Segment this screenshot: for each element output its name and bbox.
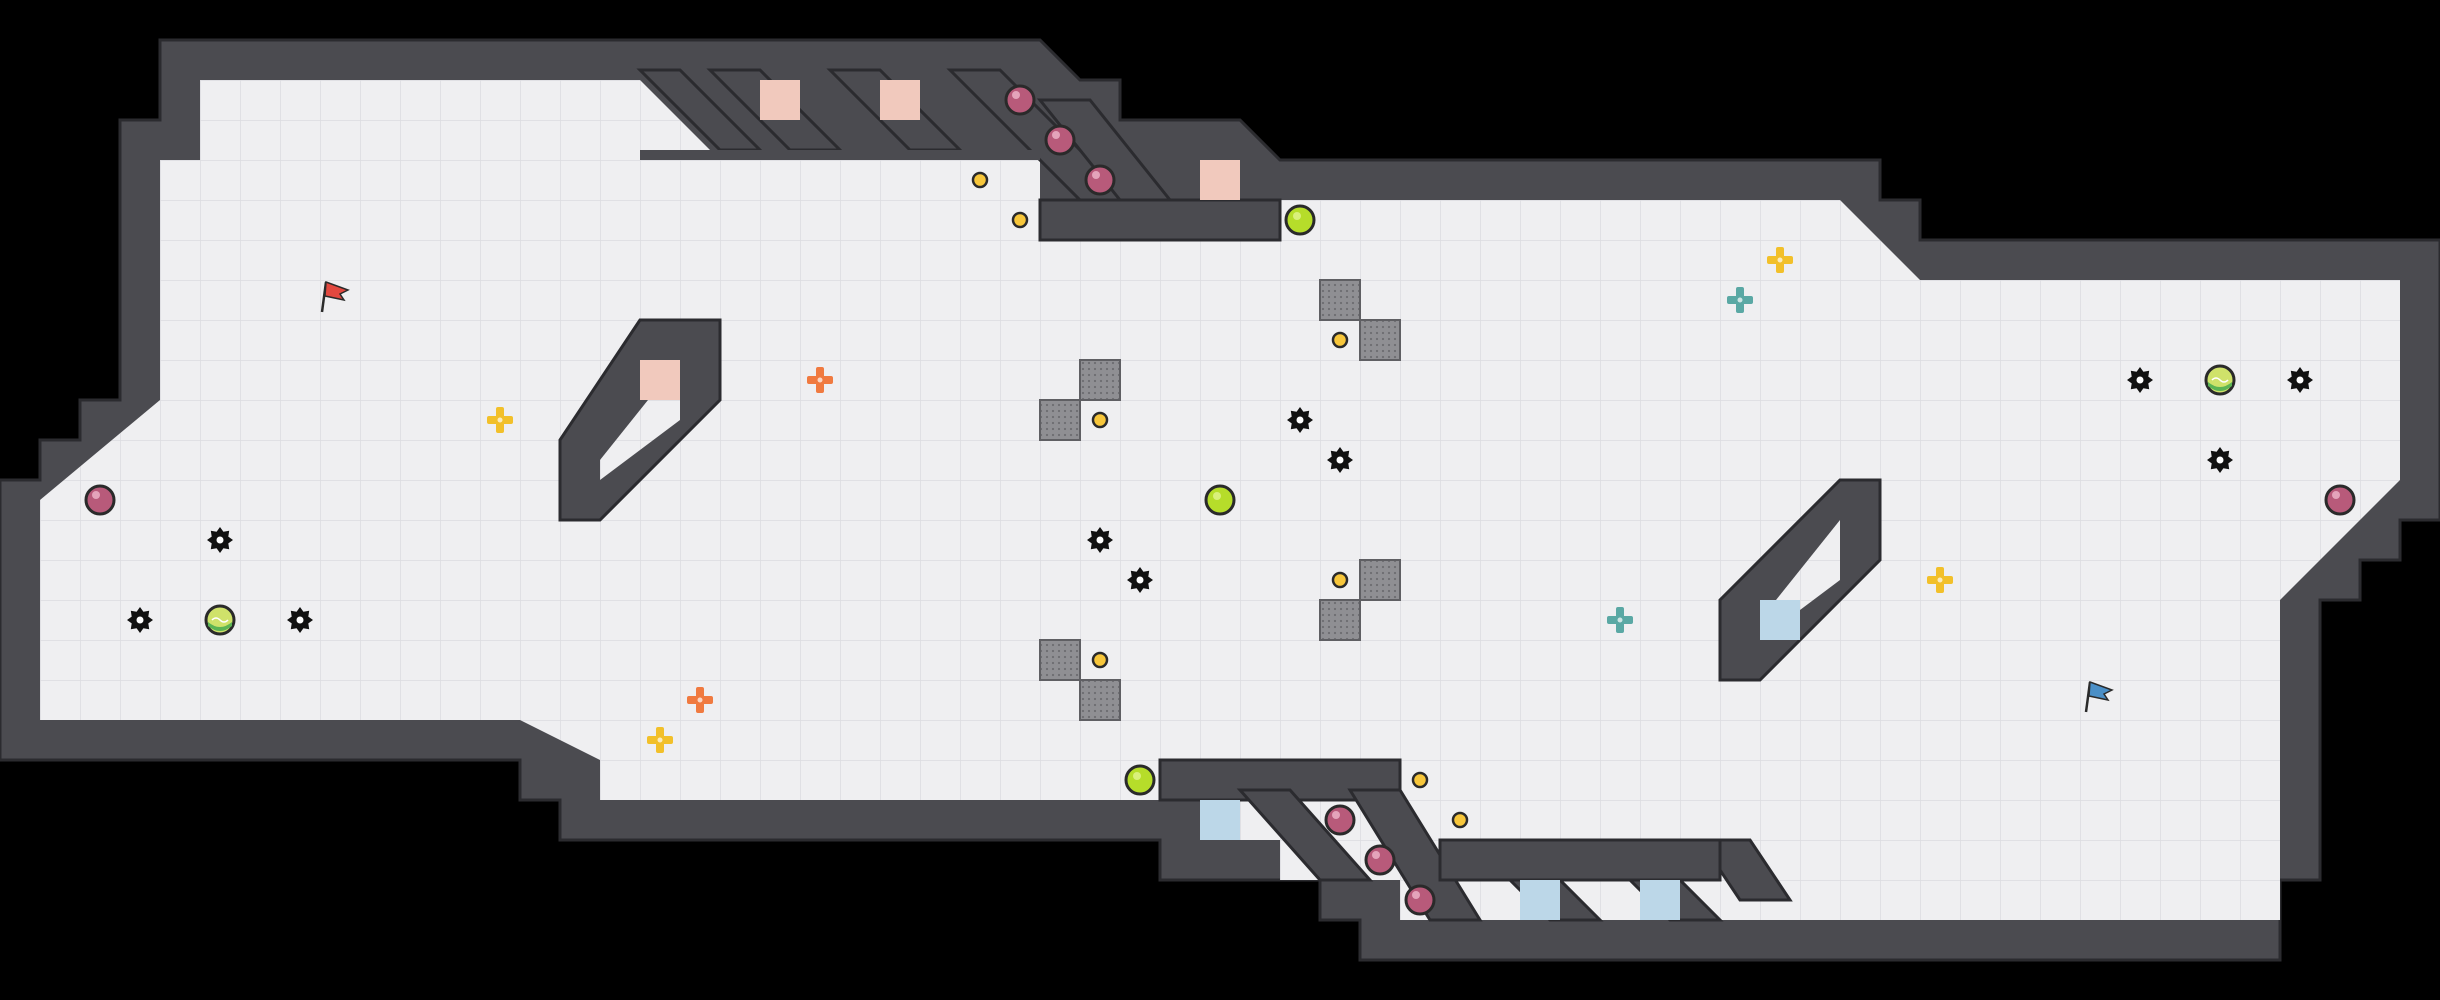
bomb-icon xyxy=(1364,844,1396,876)
pressure-pad-red xyxy=(880,80,920,120)
saw-blade-icon xyxy=(1127,567,1153,593)
metal-crate-icon xyxy=(1039,639,1081,681)
bouncer-icon xyxy=(2204,364,2236,396)
bomb-icon xyxy=(1324,804,1356,836)
metal-crate-icon xyxy=(1079,679,1121,721)
saw-blade-icon xyxy=(207,527,233,553)
pressure-pad-blue xyxy=(1520,880,1560,920)
gem-icon xyxy=(1284,204,1316,236)
game-objects xyxy=(84,84,2356,916)
coin-icon xyxy=(1451,811,1469,829)
coin-icon xyxy=(1411,771,1429,789)
plus-powerup-icon xyxy=(647,727,673,753)
saw-blade-icon xyxy=(1287,407,1313,433)
bomb-icon xyxy=(2324,484,2356,516)
pressure-pad-blue xyxy=(1200,800,1240,840)
red-flag-icon xyxy=(320,280,350,313)
plus-powerup-icon xyxy=(1767,247,1793,273)
blue-flag-icon xyxy=(2084,680,2114,713)
coin-icon xyxy=(1091,651,1109,669)
plus-powerup-icon xyxy=(807,367,833,393)
bomb-icon xyxy=(1084,164,1116,196)
saw-blade-icon xyxy=(1087,527,1113,553)
pressure-pad-red xyxy=(1200,160,1240,200)
metal-crate-icon xyxy=(1359,319,1401,361)
bomb-icon xyxy=(84,484,116,516)
coin-icon xyxy=(971,171,989,189)
plus-powerup-icon xyxy=(487,407,513,433)
pressure-pad-blue xyxy=(1760,600,1800,640)
plus-powerup-icon xyxy=(1607,607,1633,633)
bomb-icon xyxy=(1404,884,1436,916)
metal-crates xyxy=(1039,279,1401,721)
gem-icon xyxy=(1124,764,1156,796)
pressure-pad-red xyxy=(640,360,680,400)
plus-powerup-icon xyxy=(1927,567,1953,593)
bouncer-icon xyxy=(204,604,236,636)
saw-blade-icon xyxy=(287,607,313,633)
gem-icon xyxy=(1204,484,1236,516)
metal-crate-icon xyxy=(1079,359,1121,401)
metal-crate-icon xyxy=(1039,399,1081,441)
metal-crate-icon xyxy=(1319,599,1361,641)
bomb-icon xyxy=(1044,124,1076,156)
plus-powerup-icon xyxy=(687,687,713,713)
bomb-icon xyxy=(1004,84,1036,116)
pressure-pad-red xyxy=(760,80,800,120)
metal-crate-icon xyxy=(1359,559,1401,601)
saw-blade-icon xyxy=(2287,367,2313,393)
coin-icon xyxy=(1331,331,1349,349)
saw-blade-icon xyxy=(1327,447,1353,473)
saw-blade-icon xyxy=(2207,447,2233,473)
pressure-pads xyxy=(640,80,1800,920)
saw-blade-icon xyxy=(127,607,153,633)
plus-powerup-icon xyxy=(1727,287,1753,313)
saw-blade-icon xyxy=(2127,367,2153,393)
metal-crate-icon xyxy=(1319,279,1361,321)
coin-icon xyxy=(1091,411,1109,429)
coin-icon xyxy=(1331,571,1349,589)
pressure-pad-blue xyxy=(1640,880,1680,920)
coin-icon xyxy=(1011,211,1029,229)
